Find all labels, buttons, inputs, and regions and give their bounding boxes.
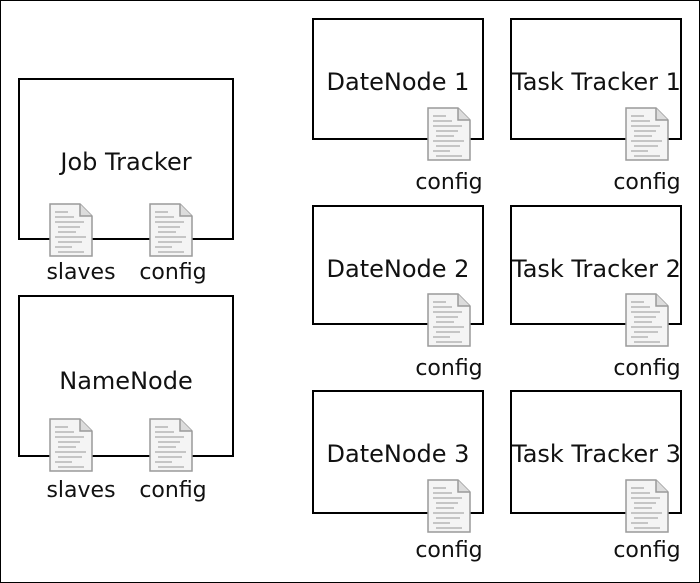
document-icon	[46, 417, 94, 473]
task-tracker-2-config-label: config	[613, 356, 681, 381]
task-tracker-3-config-label: config	[613, 538, 681, 563]
datanode-3-title: DateNode 3	[326, 440, 470, 468]
namenode-title: NameNode	[59, 367, 193, 395]
task-tracker-1-config-label: config	[613, 170, 681, 195]
datanode-2-title: DateNode 2	[326, 255, 470, 283]
job-tracker-config-label: config	[139, 260, 207, 285]
task-tracker-1-title: Task Tracker 1	[512, 68, 681, 96]
datanode-1-title: DateNode 1	[326, 68, 470, 96]
document-icon	[424, 292, 472, 348]
job-tracker-title: Job Tracker	[60, 148, 192, 176]
job-tracker-slaves-label: slaves	[46, 260, 116, 285]
document-icon	[424, 106, 472, 162]
namenode-config-label: config	[139, 478, 207, 503]
task-tracker-2-title: Task Tracker 2	[512, 255, 681, 283]
document-icon	[622, 106, 670, 162]
document-icon	[424, 478, 472, 534]
document-icon	[622, 292, 670, 348]
task-tracker-3-title: Task Tracker 3	[512, 440, 681, 468]
document-icon	[146, 202, 194, 258]
document-icon	[622, 478, 670, 534]
namenode-slaves-label: slaves	[46, 478, 116, 503]
datanode-2-config-label: config	[415, 356, 483, 381]
datanode-1-config-label: config	[415, 170, 483, 195]
datanode-3-config-label: config	[415, 538, 483, 563]
document-icon	[46, 202, 94, 258]
document-icon	[146, 417, 194, 473]
